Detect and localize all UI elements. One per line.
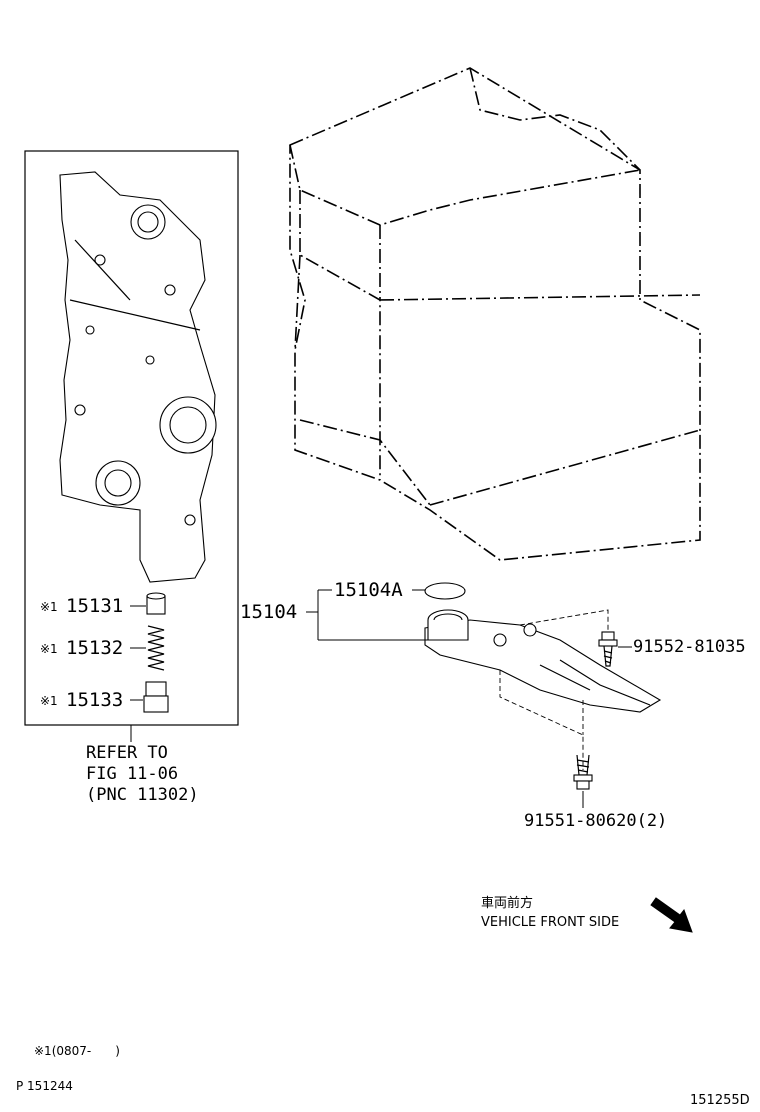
figure-code: 151255D — [690, 1093, 750, 1108]
callout-mark-15133: ※1 — [40, 694, 58, 708]
callout-15131: 15131 — [66, 595, 123, 617]
page-code: P 151244 — [16, 1079, 73, 1093]
callout-mark-15132: ※1 — [40, 642, 58, 656]
footnote: ※1(0807- ) — [34, 1044, 120, 1058]
callout-91551-80620: 91551-80620(2) — [524, 811, 667, 831]
oil-strainer-15104 — [424, 609, 662, 713]
refer-line-1: REFER TO — [86, 743, 168, 763]
callout-91552-81035: 91552-81035 — [633, 637, 746, 657]
assembly-line-bottom — [499, 670, 584, 770]
callout-15104: 15104 — [240, 601, 297, 623]
arrow-icon — [650, 897, 693, 933]
part-15132-spring — [147, 625, 165, 671]
assembly-line-top — [519, 609, 609, 640]
callout-mark-15131: ※1 — [40, 600, 58, 614]
direction-japanese: 車両前方 — [481, 895, 533, 911]
callout-15132: 15132 — [66, 637, 123, 659]
refer-line-2: FIG 11-06 — [86, 764, 178, 784]
callout-15133: 15133 — [66, 689, 123, 711]
part-15133-plug — [143, 681, 169, 713]
oring-15104a — [424, 582, 466, 600]
refer-line-3: (PNC 11302) — [86, 785, 199, 805]
part-15131-collar — [146, 592, 166, 615]
leader-15104 — [306, 589, 428, 641]
direction-english: VEHICLE FRONT SIDE — [481, 915, 619, 930]
engine-block-outline — [289, 67, 701, 561]
bolt-91552-81035 — [598, 631, 618, 667]
bolt-91551-80620 — [573, 754, 593, 790]
timing-cover-illustration — [59, 171, 217, 583]
callout-15104a: 15104A — [334, 579, 403, 601]
